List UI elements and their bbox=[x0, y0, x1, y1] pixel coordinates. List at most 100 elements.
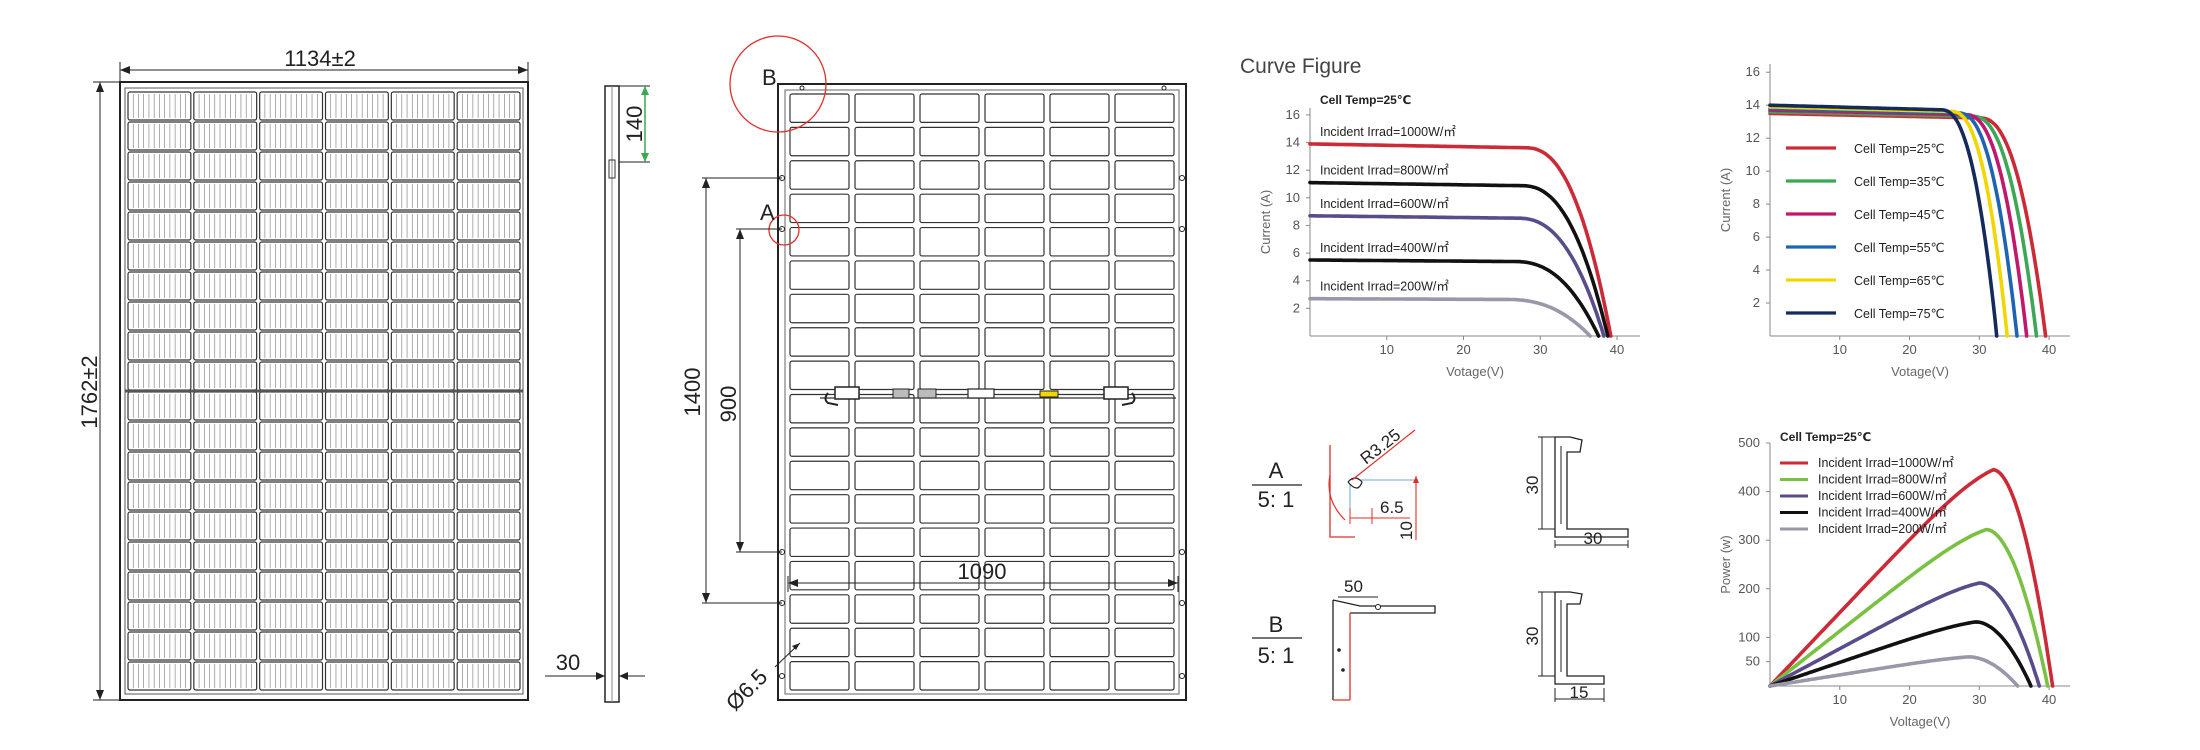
rear-cell bbox=[789, 494, 850, 524]
rear-cell bbox=[789, 293, 850, 324]
rear-cell bbox=[919, 193, 980, 224]
y-tick-label: 100 bbox=[1738, 629, 1760, 644]
legend-label: Incident Irrad=800W/㎡ bbox=[1818, 473, 1947, 487]
side-top-label: 140 bbox=[622, 106, 647, 143]
legend-label: Cell Temp=65℃ bbox=[1854, 274, 1945, 288]
detail-a-name: A bbox=[1269, 458, 1284, 483]
rear-cell bbox=[984, 293, 1045, 324]
legend-label: Incident Irrad=1000W/㎡ bbox=[1818, 456, 1954, 470]
x-tick-label: 40 bbox=[2042, 342, 2056, 357]
rear-cell bbox=[1049, 527, 1110, 558]
y-tick-label: 4 bbox=[1293, 273, 1300, 288]
rear-cell bbox=[854, 226, 915, 257]
rear-cell bbox=[854, 661, 915, 691]
y-tick-label: 50 bbox=[1746, 654, 1760, 669]
x-tick-label: 30 bbox=[1972, 342, 1986, 357]
legend-label: Cell Temp=55℃ bbox=[1854, 241, 1945, 255]
detail-a-circle bbox=[768, 214, 800, 246]
y-tick-label: 16 bbox=[1746, 64, 1760, 79]
curve-figure-title: Curve Figure bbox=[1240, 55, 1361, 78]
y-tick-label: 16 bbox=[1286, 107, 1300, 122]
profile-1-height-label: 30 bbox=[1523, 476, 1542, 495]
rear-cell bbox=[1049, 460, 1110, 491]
rear-cell bbox=[1114, 126, 1175, 157]
x-tick-label: 10 bbox=[1380, 342, 1394, 357]
rear-cell bbox=[1114, 360, 1175, 391]
detail-a: A 5: 1 R3.25 6.5 10 bbox=[1252, 425, 1419, 540]
y-axis-label: Power (w) bbox=[1718, 535, 1733, 594]
label-plate bbox=[1039, 390, 1059, 398]
y-tick-label: 4 bbox=[1753, 262, 1760, 277]
rear-cell bbox=[789, 427, 850, 457]
detail-a-scale: 5: 1 bbox=[1258, 487, 1295, 512]
rear-cell bbox=[789, 627, 850, 658]
detail-a-radius-label: R3.25 bbox=[1357, 425, 1404, 468]
series-label: Incident Irrad=600W/㎡ bbox=[1320, 197, 1449, 211]
rear-cell bbox=[789, 126, 850, 157]
x-axis-label: Votage(V) bbox=[1446, 364, 1504, 379]
x-tick-label: 20 bbox=[1902, 342, 1916, 357]
y-tick-label: 300 bbox=[1738, 532, 1760, 547]
rear-cell bbox=[984, 226, 1045, 257]
y-tick-label: 14 bbox=[1286, 135, 1300, 150]
series-line bbox=[1308, 180, 1610, 338]
rear-cell bbox=[984, 393, 1045, 424]
rear-cell bbox=[984, 360, 1045, 391]
rear-cell bbox=[984, 627, 1045, 658]
rear-cell bbox=[984, 93, 1045, 123]
detail-a-width-label: 6.5 bbox=[1380, 498, 1404, 517]
x-tick-label: 20 bbox=[1456, 342, 1470, 357]
x-tick-label: 40 bbox=[2042, 692, 2056, 707]
profile-2-width-label: 15 bbox=[1570, 683, 1589, 702]
rear-cell-grid bbox=[789, 93, 1175, 691]
rear-cell bbox=[789, 160, 850, 190]
rear-cell bbox=[919, 293, 980, 324]
detail-b-width-label: 50 bbox=[1344, 577, 1363, 596]
rear-cell bbox=[984, 594, 1045, 624]
series-line bbox=[1768, 527, 2050, 688]
rear-cell bbox=[1114, 560, 1175, 591]
front-cell-grid bbox=[127, 91, 521, 691]
y-tick-label: 6 bbox=[1753, 229, 1760, 244]
series-line bbox=[1308, 296, 1592, 338]
rear-cell bbox=[1049, 494, 1110, 524]
rear-cell bbox=[854, 126, 915, 157]
rear-cell bbox=[919, 460, 980, 491]
y-tick-label: 12 bbox=[1286, 162, 1300, 177]
series-line bbox=[1768, 103, 1999, 338]
y-tick-label: 8 bbox=[1753, 196, 1760, 211]
rear-cell bbox=[854, 260, 915, 290]
series-line bbox=[1308, 258, 1601, 338]
rear-cell bbox=[984, 527, 1045, 558]
junction-box-2 bbox=[917, 388, 937, 399]
side-thickness-label: 30 bbox=[556, 650, 580, 675]
rear-cell bbox=[1049, 226, 1110, 257]
series-line bbox=[1768, 467, 2055, 688]
x-tick-label: 30 bbox=[1533, 342, 1547, 357]
rear-cell bbox=[854, 193, 915, 224]
rear-cell bbox=[1049, 293, 1110, 324]
y-tick-label: 6 bbox=[1293, 245, 1300, 260]
frame-profile-1: 30 30 bbox=[1523, 436, 1629, 548]
x-tick-label: 20 bbox=[1902, 692, 1916, 707]
rear-cell bbox=[1049, 193, 1110, 224]
rear-cell bbox=[1114, 427, 1175, 457]
x-axis-label: Voltage(V) bbox=[1890, 714, 1951, 729]
series-label: Incident Irrad=400W/㎡ bbox=[1320, 241, 1449, 255]
x-tick-label: 10 bbox=[1833, 692, 1847, 707]
series-line bbox=[1308, 214, 1606, 338]
rear-cell bbox=[854, 293, 915, 324]
y-tick-label: 2 bbox=[1293, 300, 1300, 315]
front-view: 1134±2 1762±2 bbox=[77, 46, 529, 701]
rear-cell bbox=[1114, 193, 1175, 224]
rear-cell bbox=[1049, 393, 1110, 424]
rear-cell bbox=[1114, 460, 1175, 491]
series-line bbox=[1768, 655, 2020, 688]
rear-cell bbox=[1114, 226, 1175, 257]
rear-cell bbox=[919, 594, 980, 624]
rear-cell bbox=[984, 427, 1045, 457]
x-axis-label: Votage(V) bbox=[1891, 364, 1949, 379]
rear-cell bbox=[984, 260, 1045, 290]
